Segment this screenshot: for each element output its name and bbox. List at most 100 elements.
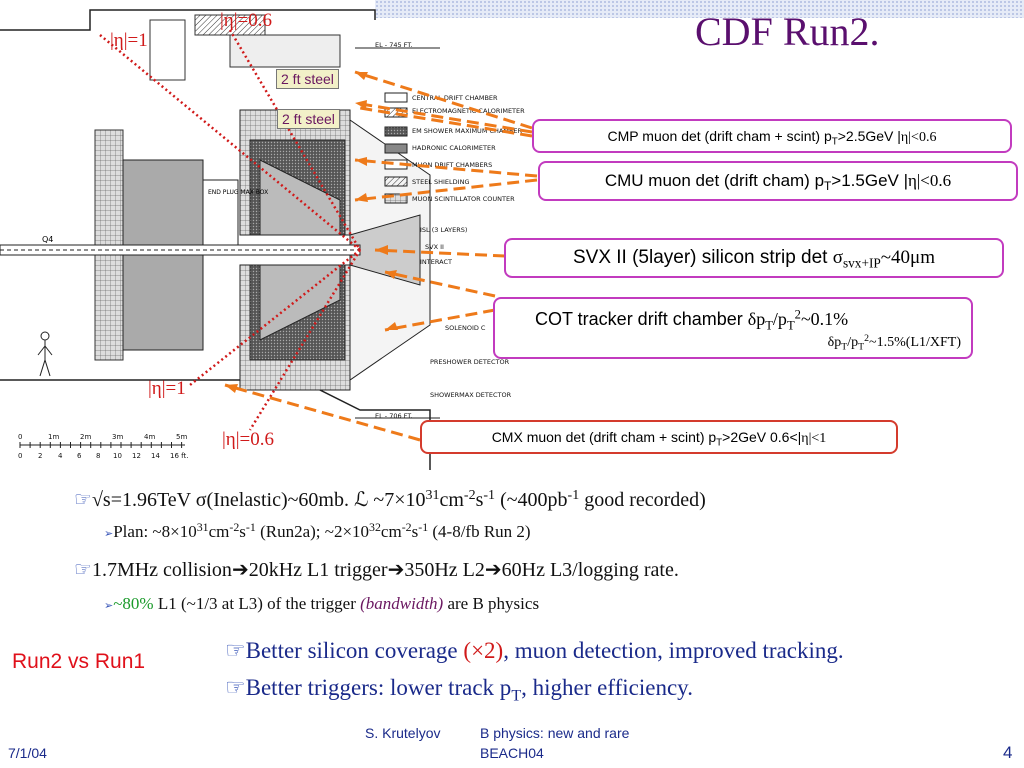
steel-label-2: 2 ft steel bbox=[277, 109, 340, 129]
b1-b: cm bbox=[439, 489, 464, 511]
s1-a: Plan: ~8×10 bbox=[113, 522, 197, 541]
b2-a: 1.7MHz collision bbox=[91, 559, 232, 581]
b4-a: Better triggers: lower track p bbox=[245, 675, 512, 700]
cmx-sub: T bbox=[716, 437, 723, 449]
cmp-sub: T bbox=[831, 136, 838, 148]
cmp-text: CMP muon det (drift cham + scint) p bbox=[607, 128, 832, 144]
s2-b: are B physics bbox=[443, 594, 540, 613]
bullet-energy: ☞√s=1.96TeV σ(Inelastic)~60mb. ℒ ~7×1031… bbox=[74, 487, 706, 512]
cmx-text: CMX muon det (drift cham + scint) p bbox=[491, 429, 717, 445]
eta1-bot-line bbox=[189, 249, 361, 386]
arrowhead-cmu-1 bbox=[355, 157, 367, 166]
scale-m-2: 2m bbox=[80, 433, 91, 441]
legend-em: ELECTROMAGNETIC CALORIMETER bbox=[412, 107, 525, 115]
b4-b: , higher efficiency. bbox=[521, 675, 693, 700]
s2-a: L1 (~1/3 at L3) of the trigger bbox=[153, 594, 361, 613]
solenoid-label: SOLENOID C bbox=[445, 324, 486, 332]
scale-ft-5: 10 bbox=[113, 452, 122, 460]
arrow-cot-2 bbox=[384, 308, 496, 332]
arrowhead-cmp-2 bbox=[355, 100, 367, 109]
arrow-cmu-2 bbox=[354, 178, 538, 202]
cot-l2s2: T bbox=[858, 341, 865, 353]
s1-d: (Run2a); ~2×10 bbox=[255, 522, 370, 541]
eta06-top-line bbox=[228, 29, 362, 251]
cmp-mid: >2.5GeV | bbox=[837, 128, 901, 144]
b4-sub: T bbox=[511, 687, 522, 705]
scale-ft-8: 16 ft. bbox=[170, 452, 188, 460]
cot-l2s1: T bbox=[841, 341, 848, 353]
svx-sigma: σ bbox=[832, 247, 843, 268]
pointing-hand-icon: ☞ bbox=[225, 675, 246, 701]
legend-swatch-cdc bbox=[384, 92, 408, 103]
arrow-bullet-icon: ➢ bbox=[104, 527, 114, 540]
scale-ft-2: 4 bbox=[58, 452, 63, 460]
slide-title: CDF Run2. bbox=[695, 9, 880, 54]
s1-e: cm bbox=[380, 522, 402, 541]
s1-sup1: 31 bbox=[196, 520, 209, 535]
cot-f1: δp bbox=[747, 309, 766, 329]
right-arrow-icon: ➔ bbox=[484, 557, 502, 581]
s1-sup3: -1 bbox=[245, 520, 256, 535]
scale-m-4: 4m bbox=[144, 433, 155, 441]
arrowhead-svx bbox=[375, 245, 388, 255]
hall-outline bbox=[0, 9, 376, 31]
pointing-hand-icon: ☞ bbox=[74, 557, 92, 581]
arrow-cmp-3 bbox=[359, 106, 533, 138]
scale-m-3: 3m bbox=[112, 433, 123, 441]
steel-label-1: 2 ft steel bbox=[276, 69, 339, 89]
b1-sup2: -2 bbox=[463, 488, 476, 503]
s1-b: cm bbox=[208, 522, 230, 541]
b2-c: 350Hz L2 bbox=[404, 559, 485, 581]
s1-sup4: 32 bbox=[369, 520, 381, 535]
cot-l2sup: 2 bbox=[864, 333, 870, 345]
b3-red: (×2) bbox=[463, 638, 504, 663]
callout-cot: COT tracker drift chamber δpT/pT2~0.1% δ… bbox=[493, 297, 973, 359]
b3-b: , muon detection, improved tracking. bbox=[503, 638, 844, 663]
cmu-post: |<0.6 bbox=[916, 171, 952, 190]
s1-g: (4-8/fb Run 2) bbox=[428, 522, 531, 541]
right-arrow-icon: ➔ bbox=[387, 557, 405, 581]
b1-sup1: 31 bbox=[425, 488, 440, 503]
footer-conf: BEACH04 bbox=[480, 745, 544, 761]
cmu-mid: >1.5GeV | bbox=[831, 171, 909, 190]
cmx-post: |<1 bbox=[808, 431, 827, 446]
cot-line-1: COT tracker drift chamber δpT/pT2~0.1% bbox=[535, 307, 848, 333]
legend-swatch-had bbox=[384, 143, 408, 154]
arrow-cot-1 bbox=[384, 270, 496, 298]
eta-bot-06: |η|=0.6 bbox=[222, 429, 275, 450]
q4-label: Q4 bbox=[42, 235, 53, 244]
scale-m-0: 0 bbox=[18, 433, 22, 441]
b3-a: Better silicon coverage bbox=[245, 638, 464, 663]
run2-vs-run1-label: Run2 vs Run1 bbox=[12, 650, 146, 673]
scale-ticks bbox=[19, 442, 183, 448]
callout-cmp: CMP muon det (drift cham + scint) pT>2.5… bbox=[532, 119, 1012, 153]
b1-d: (~400pb bbox=[495, 489, 568, 511]
arrowhead-cot-1 bbox=[385, 270, 397, 279]
eta1-top-line bbox=[99, 34, 361, 251]
legend-swatch-steel bbox=[384, 176, 408, 187]
eta-bot-1: |η|=1 bbox=[148, 378, 186, 399]
bullet-trigger-rates: ☞1.7MHz collision➔20kHz L1 trigger➔350Hz… bbox=[74, 557, 679, 582]
scale-ft-0: 0 bbox=[18, 452, 22, 460]
person-figure bbox=[37, 331, 53, 377]
s1-sup6: -1 bbox=[418, 520, 429, 535]
scale-m-5: 5m bbox=[176, 433, 187, 441]
arrow-cmp-1 bbox=[354, 70, 533, 130]
legend-scint: MUON SCINTILLATOR COUNTER bbox=[412, 195, 515, 203]
callout-cmx: CMX muon det (drift cham + scint) pT>2Ge… bbox=[420, 420, 898, 454]
endplug-label: END PLUG MAX BOX bbox=[208, 189, 268, 196]
legend-cdc: CENTRAL DRIFT CHAMBER bbox=[412, 94, 498, 102]
cot-s2: T bbox=[786, 318, 795, 333]
scale-ft-1: 2 bbox=[38, 452, 42, 460]
right-arrow-icon: ➔ bbox=[231, 557, 249, 581]
svx-text: SVX II (5layer) silicon strip det bbox=[572, 247, 833, 268]
arrow-svx bbox=[374, 248, 506, 258]
b1-e: good recorded) bbox=[579, 489, 706, 511]
footer-date: 7/1/04 bbox=[8, 745, 47, 761]
arrow-cmu-1 bbox=[354, 158, 538, 178]
b1-sup4: -1 bbox=[567, 488, 580, 503]
cmu-eta: η bbox=[908, 171, 917, 190]
s2-italic: (bandwidth) bbox=[360, 594, 444, 613]
s2-green: ~80% bbox=[113, 594, 154, 613]
cot-sup2: 2 bbox=[794, 307, 801, 322]
